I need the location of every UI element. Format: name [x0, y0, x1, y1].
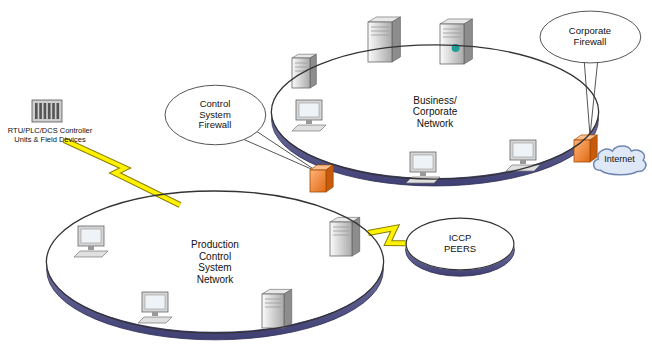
network-ring: Business/ Corporate Network [270, 44, 600, 180]
desktop-computer [74, 226, 108, 257]
ring-surface [47, 192, 384, 332]
callout-bubble: Corporate Firewall [539, 10, 642, 64]
server-tower [440, 19, 472, 64]
firewall-icon [310, 165, 333, 192]
network-link [368, 228, 405, 243]
internet-cloud: Internet [590, 142, 649, 176]
ring-outline [271, 45, 598, 179]
ring-surface [406, 218, 515, 270]
controller-unit [32, 100, 62, 122]
ring-surface [272, 46, 599, 178]
desktop-computer [138, 292, 172, 323]
wireless-link [64, 140, 180, 205]
bolt-core [64, 140, 180, 205]
bolt-edge [368, 228, 405, 243]
node-label: Corporate Firewall [559, 26, 621, 48]
device-label: RTU/PLC/DCS Controller Units & Field Dev… [4, 127, 96, 144]
node-label: Business/ Corporate Network [404, 95, 466, 130]
node-label: Production Control System Network [183, 239, 247, 285]
cloud-outline [594, 146, 646, 175]
callout-bubble: Control System Firewall [164, 84, 267, 146]
peer-oval: ICCP PEERS [405, 217, 515, 271]
network-ring: Production Control System Network [45, 190, 385, 334]
bolt-edge [64, 140, 180, 205]
bubble-outline [540, 11, 641, 63]
server-tower [262, 289, 292, 328]
node-label: Control System Firewall [184, 99, 246, 132]
bubble-outline [165, 85, 266, 145]
node-label: Internet [604, 154, 635, 164]
node-label: ICCP PEERS [435, 233, 485, 255]
bolt-core [368, 228, 405, 243]
desktop-computer [292, 100, 326, 131]
oval-outline [406, 218, 514, 270]
ring-outline [46, 191, 383, 333]
server-tower [368, 17, 400, 62]
desktop-computer [506, 140, 540, 171]
